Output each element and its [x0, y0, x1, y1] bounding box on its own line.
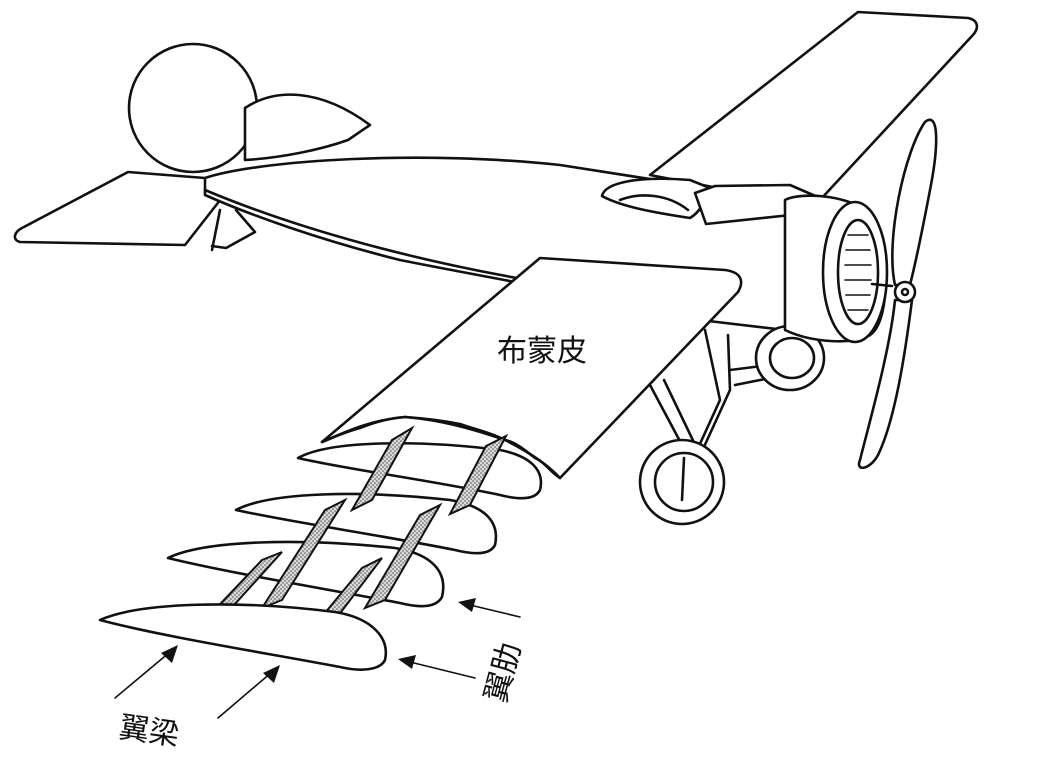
spar-arrow [114, 645, 178, 699]
propeller [857, 118, 938, 469]
tail-fin [243, 93, 372, 162]
right-wing [648, 10, 979, 202]
spar-label: 翼梁 [117, 710, 181, 753]
rib-arrow [458, 598, 521, 618]
rib-arrow [398, 655, 476, 679]
wing-rib-front [98, 603, 388, 671]
wing-rib [296, 442, 543, 500]
rudder [127, 42, 259, 174]
propeller-upper-blade [891, 118, 938, 287]
wing-frame [98, 425, 543, 671]
skin-label: 布蒙皮 [497, 334, 587, 369]
left-horizontal-stabilizer [13, 170, 230, 247]
skin-torn-edge [320, 415, 562, 480]
wing-spar-rear [447, 433, 509, 517]
annotation-arrows [114, 598, 521, 719]
propeller-hub [893, 280, 917, 304]
tail-assembly [13, 42, 372, 252]
wing-spar-rear [362, 502, 443, 611]
fuselage-lower-longeron [203, 188, 542, 284]
wing-spar-front [349, 425, 415, 513]
engine [783, 194, 894, 344]
spar-arrow [217, 665, 280, 719]
tail-skid [210, 208, 257, 252]
wing-spar-front [259, 497, 348, 611]
landing-gear [638, 324, 826, 526]
propeller-lower-blade [857, 298, 914, 469]
rib-label: 翼肋 [479, 639, 528, 706]
